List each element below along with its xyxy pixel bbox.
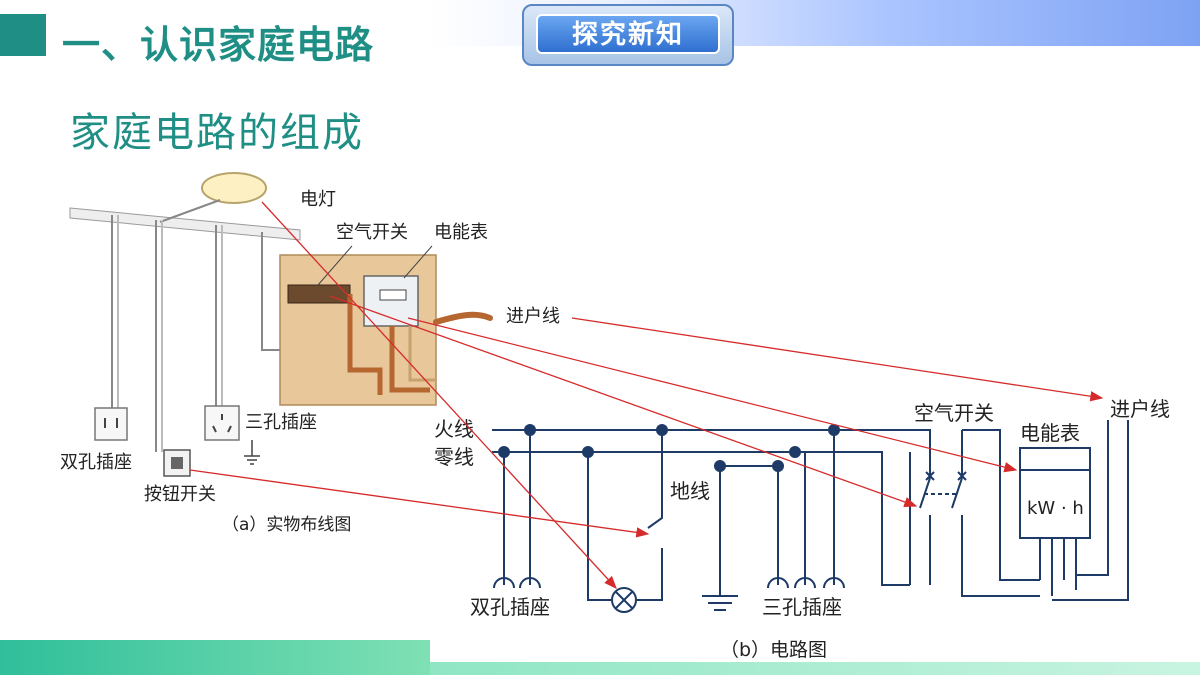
two-hole-socket-symbol (493, 577, 541, 589)
ceiling-edge (69, 207, 301, 241)
meter-pointer (403, 245, 433, 279)
caption-b: （b）电路图 (720, 639, 827, 661)
drop-wire-board (261, 232, 280, 351)
section-badge: 探究新知 (522, 4, 734, 66)
lamp-cord (159, 199, 221, 223)
ground-symbol-icon (702, 595, 738, 611)
live-wire (492, 429, 931, 478)
physical-wiring-figure: 电灯 空气开关 电能表 进户线 三孔插座 双孔插座 按钮开关 （a）实物布线图 (60, 172, 560, 535)
three-hole-branch-2 (795, 451, 806, 585)
arrow-lamp (261, 201, 617, 589)
label-two-hole-b: 双孔插座 (470, 595, 550, 619)
service-cable (433, 311, 493, 325)
label-live: 火线 (434, 417, 474, 441)
lamp-icon (201, 172, 267, 204)
two-hole-slots (104, 418, 118, 428)
caption-a: （a）实物布线图 (222, 515, 351, 535)
label-two-hole-a: 双孔插座 (60, 452, 132, 473)
section-badge-inner (536, 14, 720, 54)
page-title: 一、认识家庭电路 (62, 23, 375, 67)
label-three-hole-a: 三孔插座 (245, 412, 317, 433)
label-button-switch: 按钮开关 (144, 484, 216, 505)
arrow-air-switch (329, 295, 918, 507)
air-switch-pointer (317, 245, 353, 286)
air-switch-marks (925, 471, 967, 481)
arrow-meter (407, 317, 1018, 473)
label-neutral: 零线 (434, 445, 474, 469)
label-lamp: 电灯 (300, 189, 336, 210)
footer-gradient-right (430, 662, 1200, 675)
label-meter-b: 电能表 (1020, 421, 1080, 445)
label-air-switch-a: 空气开关 (336, 222, 408, 243)
arrow-button-switch (189, 469, 650, 538)
arrow-service-line (571, 317, 1104, 402)
header-accent-square (0, 14, 46, 56)
meter-to-air-switch (909, 429, 1040, 585)
meter-symbol-icon (1019, 447, 1091, 539)
label-ground: 地线 (670, 479, 710, 503)
label-air-switch-b: 空气开关 (914, 401, 994, 425)
board-wire-3 (408, 326, 436, 382)
button-switch-key (171, 457, 183, 469)
board-wire-1 (347, 294, 383, 395)
correspondence-arrows (189, 201, 1104, 589)
label-three-hole-b: 三孔插座 (762, 595, 842, 619)
three-hole-socket-icon (204, 405, 240, 441)
lamp-branch (587, 430, 663, 601)
neutral-wire (492, 451, 910, 586)
air-switch-frame (929, 430, 1040, 597)
label-meter-unit: kW · h (1027, 498, 1084, 519)
meter-display (379, 289, 407, 301)
ground-symbol-left (244, 440, 260, 465)
circuit-schematic: 火线 零线 地线 空气开关 电能表 kW · h 进户线 双孔插座 三孔插座 （… (434, 397, 1170, 661)
three-hole-socket-symbol (767, 577, 845, 589)
label-service-line-b: 进户线 (1110, 397, 1170, 421)
section-badge-label: 探究新知 (571, 20, 684, 50)
board-wire-2 (389, 326, 430, 393)
lamp-symbol-icon (611, 587, 637, 613)
three-hole-slots (212, 414, 232, 433)
page-subtitle: 家庭电路的组成 (70, 110, 364, 156)
lamp-symbol-cross (615, 591, 633, 609)
footer-gradient-left (0, 640, 430, 675)
two-hole-socket-icon (94, 407, 128, 441)
meter-to-service (1052, 420, 1129, 601)
meter-terminals (1039, 538, 1077, 596)
label-meter-a: 电能表 (434, 222, 488, 243)
label-service-line-a: 进户线 (506, 306, 560, 327)
